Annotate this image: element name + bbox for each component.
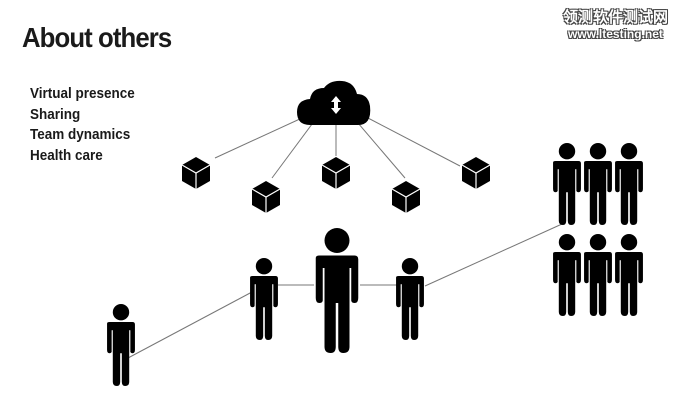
link-person-1-2 bbox=[127, 291, 253, 359]
group-person bbox=[552, 142, 582, 226]
bullet-sharing: Sharing bbox=[30, 105, 81, 123]
link-cloud-device-5 bbox=[367, 117, 461, 167]
device-cube-1 bbox=[181, 156, 211, 190]
slide-title: About others bbox=[22, 22, 172, 53]
watermark: 领测软件测试网 www.ltesting.net bbox=[563, 6, 668, 41]
device-cube-3 bbox=[321, 156, 351, 190]
group-person bbox=[614, 142, 644, 226]
people-connections bbox=[127, 223, 563, 359]
bullet-list: Virtual presence Sharing Team dynamics H… bbox=[30, 84, 146, 166]
bullet-team-dynamics: Team dynamics bbox=[30, 126, 131, 143]
link-cloud-device-2 bbox=[271, 115, 319, 179]
people-group bbox=[552, 142, 644, 317]
group-person bbox=[583, 142, 613, 226]
link-cloud-device-4 bbox=[351, 115, 406, 179]
device-cube-5 bbox=[461, 156, 491, 190]
group-person bbox=[614, 233, 644, 317]
link-person-4-group bbox=[424, 223, 563, 287]
group-row-2 bbox=[552, 233, 644, 317]
cloud-sync-icon bbox=[297, 80, 371, 125]
watermark-url: www.ltesting.net bbox=[568, 27, 663, 41]
group-person bbox=[583, 233, 613, 317]
watermark-chinese: 领测软件测试网 bbox=[562, 9, 668, 26]
link-cloud-device-1 bbox=[214, 117, 303, 159]
bullet-health-care: Health care bbox=[30, 146, 103, 164]
person-large-center bbox=[315, 227, 359, 354]
group-row-1 bbox=[552, 142, 644, 226]
person-medium-left bbox=[249, 257, 279, 341]
cloud-connections bbox=[214, 115, 461, 179]
group-person bbox=[552, 233, 582, 317]
person-medium-right bbox=[395, 257, 425, 341]
person-small-left bbox=[106, 303, 136, 387]
device-cube-4 bbox=[391, 180, 421, 214]
device-cube-2 bbox=[251, 180, 281, 214]
bullet-virtual-presence: Virtual presence bbox=[30, 85, 135, 102]
